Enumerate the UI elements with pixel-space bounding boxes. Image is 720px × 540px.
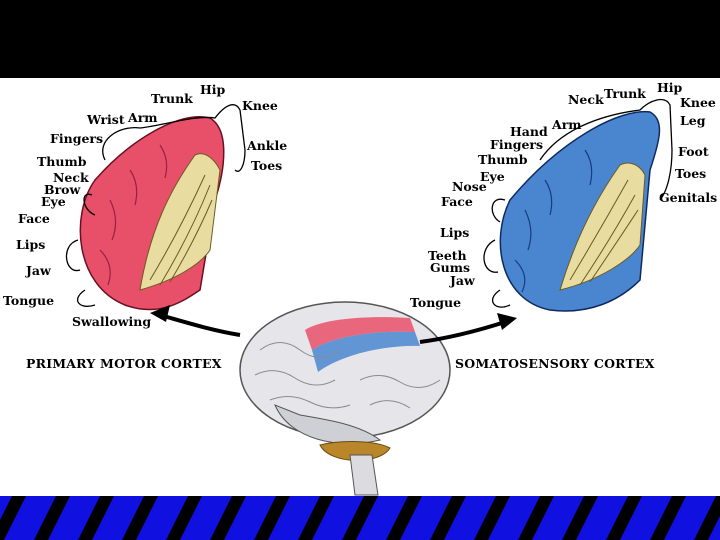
stripe <box>312 496 364 540</box>
sensory-label-fingers: Fingers <box>490 139 543 152</box>
stripe <box>488 496 540 540</box>
motor-label-ankle: Ankle <box>247 140 287 153</box>
motor-label-toes: Toes <box>251 160 282 173</box>
motor-label-eye: Eye <box>41 196 66 209</box>
bottom-stripe-bar <box>0 496 720 540</box>
motor-cortex-title: PRIMARY MOTOR CORTEX <box>26 356 222 371</box>
motor-label-jaw: Jaw <box>26 265 51 278</box>
motor-label-thumb: Thumb <box>37 156 86 169</box>
stripe <box>356 496 408 540</box>
right-arrow-head <box>497 313 517 330</box>
stripe <box>136 496 188 540</box>
motor-label-arm: Arm <box>128 112 158 125</box>
stripe <box>180 496 232 540</box>
motor-label-hip: Hip <box>200 84 225 97</box>
sensory-label-leg: Leg <box>680 115 705 128</box>
sensory-label-knee: Knee <box>680 97 716 110</box>
motor-label-tongue: Tongue <box>3 295 54 308</box>
motor-label-fingers: Fingers <box>50 133 103 146</box>
stripe <box>224 496 276 540</box>
sensory-label-lips: Lips <box>440 227 469 240</box>
stripe <box>400 496 452 540</box>
sensory-label-toes: Toes <box>675 168 706 181</box>
sensory-label-jaw: Jaw <box>450 275 475 288</box>
stripe <box>444 496 496 540</box>
sensory-label-neck: Neck <box>568 94 604 107</box>
brain-illustration <box>240 302 450 495</box>
motor-label-trunk: Trunk <box>151 93 193 106</box>
sensory-label-arm: Arm <box>552 119 582 132</box>
sensory-cortex-title: SOMATOSENSORY CORTEX <box>455 356 655 371</box>
sensory-label-tongue: Tongue <box>410 297 461 310</box>
stripe <box>532 496 584 540</box>
stripe <box>664 496 716 540</box>
stripe <box>620 496 672 540</box>
stripe <box>268 496 320 540</box>
stripe-pattern <box>0 496 720 540</box>
sensory-label-hip: Hip <box>657 82 682 95</box>
motor-label-swallowing: Swallowing <box>72 316 151 329</box>
sensory-label-genitals: Genitals <box>659 192 717 205</box>
stripe <box>92 496 144 540</box>
sensory-label-face: Face <box>441 196 473 209</box>
motor-label-face: Face <box>18 213 50 226</box>
motor-label-knee: Knee <box>242 100 278 113</box>
stripe <box>576 496 628 540</box>
sensory-label-trunk: Trunk <box>604 88 646 101</box>
sensory-label-nose: Nose <box>452 181 487 194</box>
sensory-label-thumb: Thumb <box>478 154 527 167</box>
stripe <box>4 496 56 540</box>
sensory-label-foot: Foot <box>678 146 709 159</box>
stripe <box>48 496 100 540</box>
motor-label-lips: Lips <box>16 239 45 252</box>
motor-label-wrist: Wrist <box>87 114 125 127</box>
